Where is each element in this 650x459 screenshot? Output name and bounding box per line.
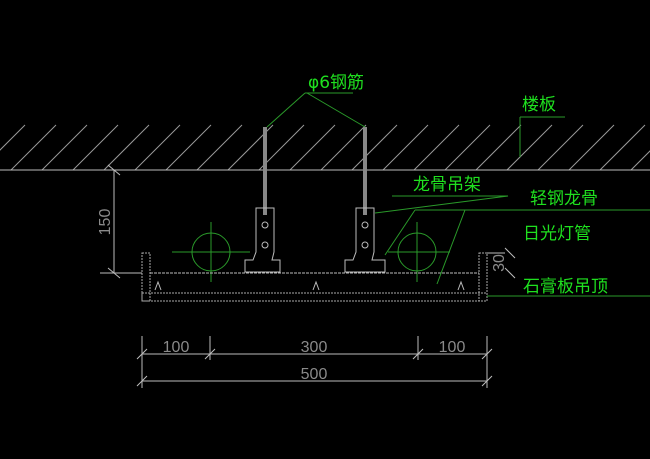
dim-left: 100: [163, 339, 190, 356]
hatch-line: [475, 124, 522, 171]
fluorescent-tube-right: [388, 222, 450, 282]
hatch-line: [506, 124, 553, 171]
height-dimension: 150: [97, 164, 142, 279]
hatch-line: [72, 124, 119, 171]
dim-middle: 300: [301, 339, 328, 356]
label-slab: 楼板: [522, 95, 556, 115]
slab-hatch: [0, 124, 650, 171]
hatch-line: [351, 124, 398, 171]
hatch-line: [537, 124, 584, 171]
dim-right: 100: [439, 339, 466, 356]
height-dim-text: 150: [97, 209, 114, 236]
hatch-line: [599, 124, 646, 171]
hanger-left: [244, 207, 281, 273]
hatch-line: [630, 150, 650, 171]
label-hanger: 龙骨吊架: [413, 175, 481, 195]
hatch-line: [0, 124, 26, 151]
hatch-line: [103, 124, 150, 171]
hatch-line: [41, 124, 88, 171]
hatch-line: [320, 124, 367, 171]
leader-lines: [266, 92, 650, 297]
thickness-dimension: 30: [487, 247, 516, 279]
hatch-line: [134, 124, 181, 171]
hatch-line: [165, 124, 212, 171]
dim-total: 500: [301, 366, 328, 383]
thickness-dim-text: 30: [491, 254, 508, 272]
fluorescent-tube-left: [172, 222, 250, 282]
rebar-left: [263, 127, 267, 215]
label-rebar: φ6钢筋: [308, 73, 364, 93]
gypsum-ceiling: [141, 252, 488, 302]
label-fluorescent-tube: 日光灯管: [523, 224, 591, 244]
hatch-line: [10, 124, 57, 171]
label-light-steel-keel: 轻钢龙骨: [530, 189, 598, 209]
hatch-line: [289, 124, 336, 171]
hatch-line: [568, 124, 615, 171]
hatch-line: [196, 124, 243, 171]
hanger-right: [344, 207, 386, 273]
hatch-line: [444, 124, 491, 171]
width-dimensions: 100 300 100 500: [136, 336, 493, 388]
hatch-line: [382, 124, 429, 171]
hatch-line: [413, 124, 460, 171]
label-gypsum-ceiling: 石膏板吊顶: [523, 276, 608, 297]
rebar-right: [363, 127, 367, 215]
